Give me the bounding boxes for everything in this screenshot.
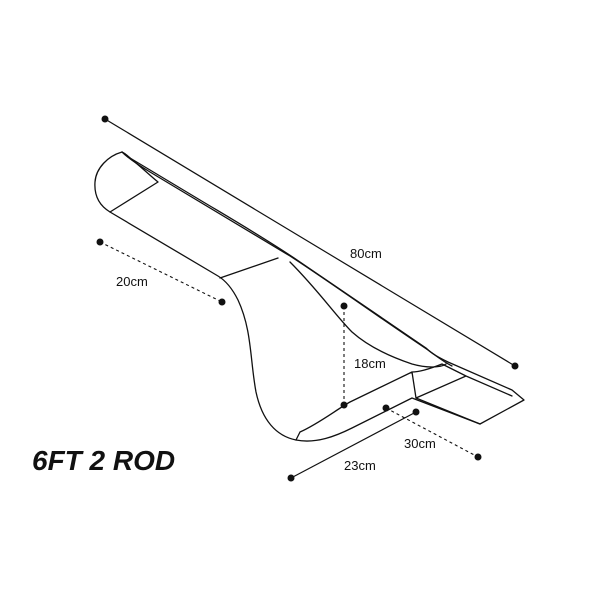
end-cap [109, 151, 159, 213]
dimension-width-front-end-dot [474, 453, 482, 461]
dimension-width-bottom: 23cm [287, 408, 420, 482]
dimension-height-label: 18cm [354, 356, 386, 371]
dimension-length-label: 80cm [350, 246, 382, 261]
dimension-width-bottom-end-dot [412, 408, 420, 416]
dimension-depth-label: 20cm [116, 274, 148, 289]
dimension-height-start-dot [340, 302, 348, 310]
dimension-width-bottom-label: 23cm [344, 458, 376, 473]
dimension-length: 80cm [101, 115, 519, 370]
dimension-length-end-dot [511, 362, 519, 370]
curve-face [219, 257, 447, 368]
dimension-width-front: 30cm [382, 404, 482, 461]
dimension-depth-end-dot [218, 298, 226, 306]
product-shape [94, 151, 525, 442]
dimension-height: 18cm [340, 302, 386, 409]
dimension-width-bottom-start-dot [287, 474, 295, 482]
dimension-depth-start-dot [96, 238, 104, 246]
dimension-width-front-label: 30cm [404, 436, 436, 451]
dimension-length-start-dot [101, 115, 109, 123]
dimension-width-front-start-dot [382, 404, 390, 412]
dimension-height-end-dot [340, 401, 348, 409]
top-surface [94, 151, 525, 442]
front-flange [295, 363, 513, 441]
product-title: 6FT 2 ROD [32, 445, 175, 476]
dimension-depth: 20cm [96, 238, 226, 306]
